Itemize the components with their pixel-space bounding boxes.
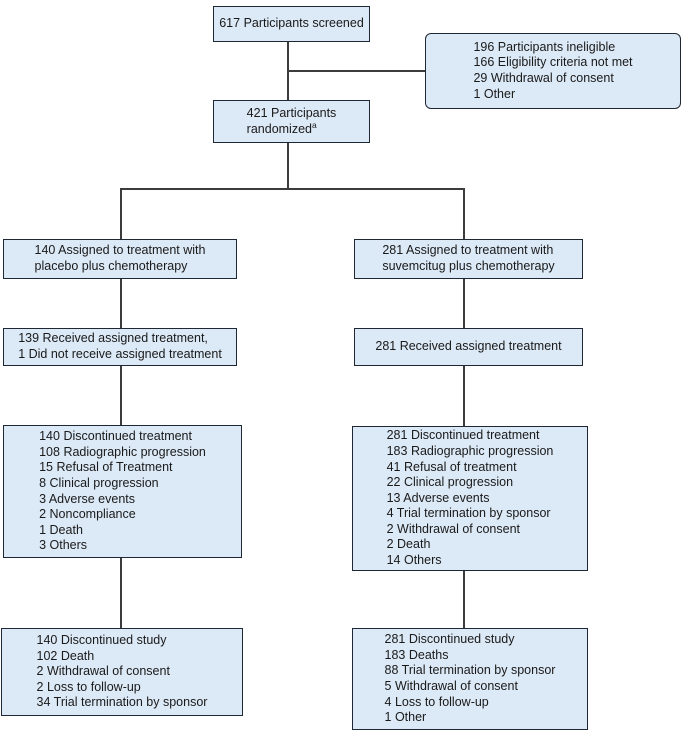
box-placebo-discontinued-study-text: 140 Discontinued study 102 Death 2 Withd… bbox=[36, 633, 208, 710]
box-suvemcitug-discontinued-study-text: 281 Discontinued study 183 Deaths 88 Tri… bbox=[384, 632, 556, 725]
box-participants-ineligible-text: 196 Participants ineligible 166 Eligibil… bbox=[473, 39, 633, 101]
box-placebo-received-text: 139 Received assigned treatment, 1 Did n… bbox=[18, 331, 222, 361]
box-suvemcitug-discontinued-treatment: 281 Discontinued treatment 183 Radiograp… bbox=[352, 426, 588, 571]
box-placebo-assigned: 140 Assigned to treatment with placebo p… bbox=[3, 239, 237, 279]
box-participants-screened-text: 617 Participants screened bbox=[219, 16, 364, 31]
box-suvemcitug-discontinued-study: 281 Discontinued study 183 Deaths 88 Tri… bbox=[352, 628, 588, 730]
box-suvemcitug-assigned: 281 Assigned to treatment with suvemcitu… bbox=[354, 239, 583, 279]
box-suvemcitug-assigned-text: 281 Assigned to treatment with suvemcitu… bbox=[382, 243, 555, 273]
connector-randomized-to-branch bbox=[287, 143, 289, 189]
randomized-text: 421 Participants randomized bbox=[246, 105, 337, 136]
box-participants-randomized-text: 421 Participants randomizeda bbox=[247, 106, 337, 137]
box-placebo-received: 139 Received assigned treatment, 1 Did n… bbox=[3, 328, 237, 366]
connector-placebo-received-to-discontinued bbox=[120, 366, 122, 425]
connector-to-ineligible bbox=[288, 70, 425, 72]
box-participants-screened: 617 Participants screened bbox=[213, 6, 370, 42]
connector-placebo-treatment-to-study bbox=[120, 558, 122, 628]
footnote-marker: a bbox=[312, 119, 317, 130]
connector-suvemcitug-treatment-to-study bbox=[463, 571, 465, 628]
box-participants-ineligible: 196 Participants ineligible 166 Eligibil… bbox=[425, 33, 681, 109]
box-suvemcitug-received: 281 Received assigned treatment bbox=[354, 328, 583, 366]
connector-placebo-assigned-to-received bbox=[120, 279, 122, 328]
box-placebo-discontinued-study: 140 Discontinued study 102 Death 2 Withd… bbox=[1, 628, 243, 716]
connector-branch-to-suvemcitug-assigned bbox=[463, 188, 465, 239]
box-participants-randomized: 421 Participants randomizeda bbox=[213, 100, 370, 143]
box-placebo-discontinued-treatment: 140 Discontinued treatment 108 Radiograp… bbox=[3, 425, 242, 558]
connector-branch-to-placebo-assigned bbox=[120, 188, 122, 239]
box-suvemcitug-received-text: 281 Received assigned treatment bbox=[375, 339, 562, 354]
box-suvemcitug-discontinued-treatment-text: 281 Discontinued treatment 183 Radiograp… bbox=[386, 428, 554, 568]
box-placebo-discontinued-treatment-text: 140 Discontinued treatment 108 Radiograp… bbox=[39, 429, 206, 553]
box-placebo-assigned-text: 140 Assigned to treatment with placebo p… bbox=[34, 243, 206, 273]
connector-suvemcitug-assigned-to-received bbox=[463, 279, 465, 328]
connector-branch-bar bbox=[120, 188, 465, 190]
connector-suvemcitug-received-to-discontinued bbox=[463, 366, 465, 426]
